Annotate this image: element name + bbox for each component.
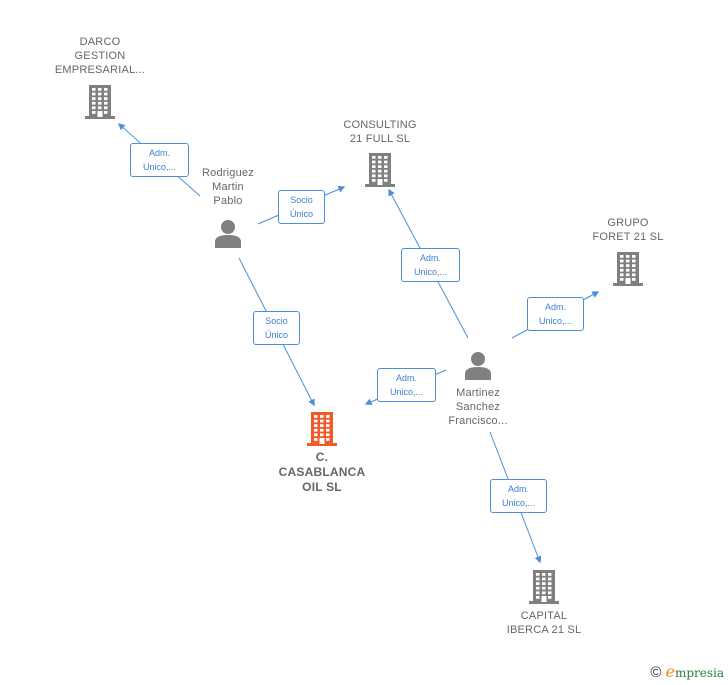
node-label: CONSULTING 21 FULL SL — [343, 119, 417, 145]
copyright-symbol: © — [650, 664, 662, 681]
building-icon — [613, 252, 643, 286]
edge-label-rodriguez-consulting[interactable]: Socio Único — [278, 190, 325, 224]
building-icon — [365, 153, 395, 187]
node-rodriguez[interactable]: Rodriguez Martin Pablo — [178, 166, 278, 248]
footer-brand: ©empresia — [650, 662, 724, 681]
node-label: CAPITAL IBERCA 21 SL — [506, 610, 582, 636]
edge-label-martinez-capital[interactable]: Adm. Unico,... — [490, 479, 547, 513]
edge-label-martinez-grupo[interactable]: Adm. Unico,... — [527, 297, 584, 331]
person-icon — [465, 352, 491, 380]
person-icon — [215, 220, 241, 248]
building-icon — [529, 570, 559, 604]
edge-label-martinez-consulting[interactable]: Adm. Unico,... — [401, 248, 460, 282]
node-label: C. CASABLANCA OIL SL — [278, 450, 366, 494]
building-icon — [307, 412, 337, 446]
brand-initial: e — [665, 662, 675, 681]
edge-label-martinez-casablanca[interactable]: Adm. Unico,... — [377, 368, 436, 402]
node-martinez[interactable]: Martinez Sanchez Francisco... — [428, 350, 528, 428]
node-label: DARCO GESTION EMPRESARIAL... — [54, 36, 146, 76]
edge-label-rodriguez-darco[interactable]: Adm. Unico,... — [130, 143, 189, 177]
node-capital-iberca[interactable]: CAPITAL IBERCA 21 SL — [484, 568, 604, 637]
node-label: Rodriguez Martin Pablo — [202, 167, 254, 207]
edge-label-rodriguez-casablanca[interactable]: Socio Único — [253, 311, 300, 345]
brand-name: mpresia — [674, 666, 724, 680]
node-label: GRUPO FORET 21 SL — [592, 217, 664, 243]
node-darco[interactable]: DARCO GESTION EMPRESARIAL... — [40, 35, 160, 119]
node-grupo-foret[interactable]: GRUPO FORET 21 SL — [568, 216, 688, 286]
node-consulting[interactable]: CONSULTING 21 FULL SL — [320, 118, 440, 187]
building-icon — [85, 85, 115, 119]
node-casablanca[interactable]: C. CASABLANCA OIL SL — [262, 410, 382, 495]
node-label: Martinez Sanchez Francisco... — [448, 387, 508, 427]
